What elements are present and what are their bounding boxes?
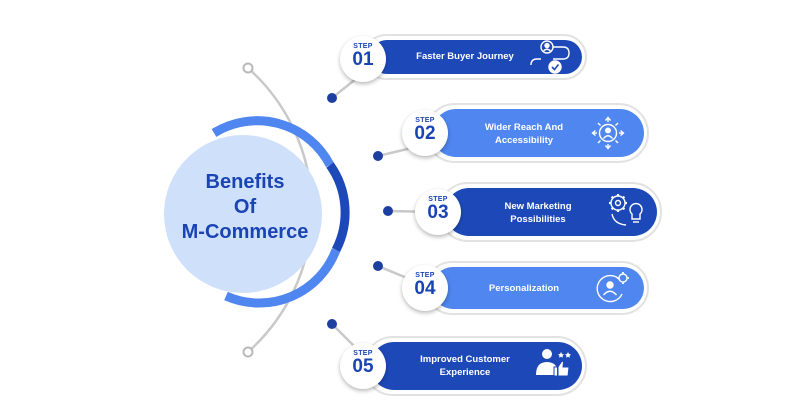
center-circle <box>164 135 322 293</box>
step-badge-1: STEP 01 <box>340 36 386 82</box>
step-label-1: Faster Buyer Journey <box>416 51 514 62</box>
personalization-icon <box>596 272 629 303</box>
step-badge-number: 04 <box>414 278 436 299</box>
center-title-line-3: M-Commerce <box>181 221 309 243</box>
arc-end-bottom <box>242 346 254 358</box>
step-badge-5: STEP 05 <box>340 343 386 389</box>
marketing-gear-bulb-icon <box>609 194 643 226</box>
center-title: Benefits Of M-Commerce <box>170 170 320 245</box>
step-badge-word: STEP <box>353 43 373 50</box>
step-badge-word: STEP <box>415 117 435 124</box>
step-badge-word: STEP <box>415 272 435 279</box>
step-label-4: Personalization <box>488 283 560 294</box>
center-ring <box>211 116 350 308</box>
step-label-2: Wider Reach And Accessibility <box>484 122 564 146</box>
step-badge-number: 01 <box>352 49 374 70</box>
step-label-3: New Marketing Possibilities <box>504 201 572 225</box>
step-badge-4: STEP 04 <box>402 265 448 311</box>
arc-dots <box>327 93 393 329</box>
center-title-line-2: Of <box>233 196 257 218</box>
step-badge-number: 05 <box>352 356 374 377</box>
step-badge-number: 03 <box>427 202 449 223</box>
step-pill-5[interactable] <box>363 336 587 396</box>
step-label-5: Improved Customer Experience <box>420 354 510 378</box>
step-pill-4[interactable] <box>425 261 649 315</box>
step-badge-word: STEP <box>428 196 448 203</box>
step-pill-3[interactable] <box>438 182 662 242</box>
reach-accessibility-icon <box>591 116 625 150</box>
step-badge-word: STEP <box>353 350 373 357</box>
customer-thumbs-up-icon <box>536 349 571 377</box>
step-badge-3: STEP 03 <box>415 189 461 235</box>
step-pill-2[interactable] <box>425 103 649 163</box>
step-badge-number: 02 <box>414 123 436 144</box>
center-title-line-1: Benefits <box>205 171 285 193</box>
buyer-journey-icon <box>530 40 570 74</box>
arc-end-top <box>242 62 254 74</box>
step-badge-2: STEP 02 <box>402 110 448 156</box>
